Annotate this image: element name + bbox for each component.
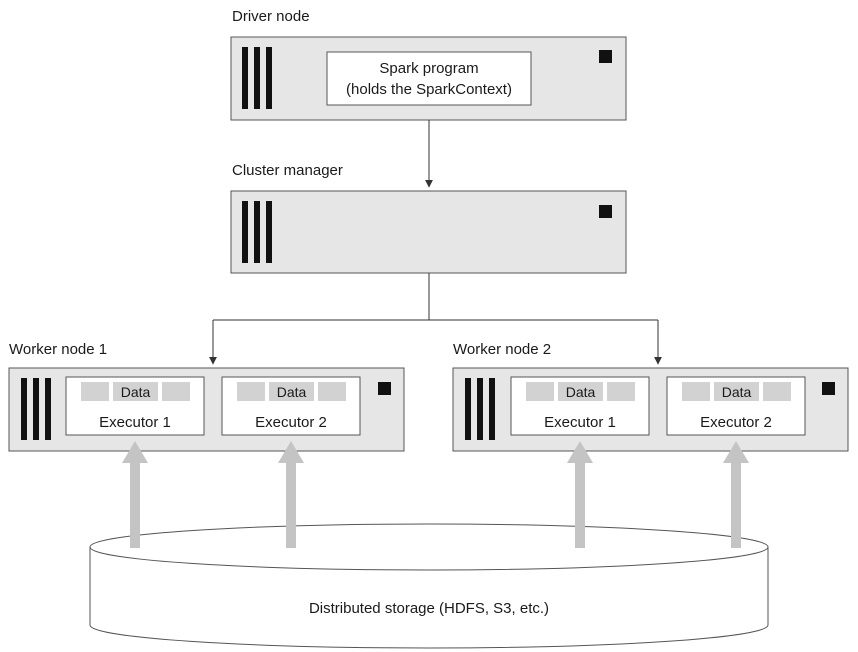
data-block	[714, 382, 759, 401]
cluster-server-bars-icon	[242, 201, 272, 263]
cluster-manager-title: Cluster manager	[232, 162, 343, 179]
upload-arrow-w2-e1	[567, 441, 593, 548]
executor-label: Executor 2	[700, 414, 772, 431]
driver-server-bars-icon	[242, 47, 272, 109]
data-block-right	[607, 382, 635, 401]
storage-to-executor-arrows	[122, 441, 749, 548]
spark-program-line2: (holds the SparkContext)	[346, 81, 512, 98]
cluster-to-workers-connector	[209, 273, 662, 365]
driver-status-light-icon	[599, 50, 612, 63]
data-block-left	[682, 382, 710, 401]
executor-label: Executor 1	[544, 414, 616, 431]
data-block-right	[162, 382, 190, 401]
worker-node-1-title: Worker node 1	[9, 341, 107, 358]
worker-2-server-bars-icon	[465, 378, 495, 440]
worker-1-executor-1: Data Executor 1	[65, 376, 205, 436]
worker-2-status-light-icon	[822, 382, 835, 395]
data-block-right	[763, 382, 791, 401]
worker-1-server-bars-icon	[21, 378, 51, 440]
storage-top	[89, 523, 769, 571]
worker-node-2: Worker node 2 Data Executor 1 Data Execu…	[452, 341, 849, 452]
cluster-status-light-icon	[599, 205, 612, 218]
data-block-left	[81, 382, 109, 401]
worker-2-executor-1: Data Executor 1	[510, 376, 650, 436]
data-block	[269, 382, 314, 401]
data-label: Data	[566, 384, 596, 400]
data-block	[558, 382, 603, 401]
executor-label: Executor 1	[99, 414, 171, 431]
executor-label: Executor 2	[255, 414, 327, 431]
worker-2-executor-2: Data Executor 2	[666, 376, 806, 436]
data-block	[113, 382, 158, 401]
cluster-manager-box	[230, 190, 627, 274]
data-block-left	[526, 382, 554, 401]
cluster-manager-node: Cluster manager	[230, 162, 627, 274]
storage-label: Distributed storage (HDFS, S3, etc.)	[309, 600, 549, 617]
spark-program-line1: Spark program	[379, 60, 478, 77]
worker-1-executor-2: Data Executor 2	[221, 376, 361, 436]
data-block-right	[318, 382, 346, 401]
worker-node-1: Worker node 1 Data Executor 1 Data Execu…	[8, 341, 405, 452]
data-label: Data	[121, 384, 151, 400]
driver-node: Driver node Spark program (holds the Spa…	[230, 8, 627, 121]
distributed-storage: Distributed storage (HDFS, S3, etc.)	[89, 523, 769, 649]
storage-body	[89, 547, 769, 649]
data-block-left	[237, 382, 265, 401]
driver-node-title: Driver node	[232, 8, 310, 25]
upload-arrow-w1-e2	[278, 441, 304, 548]
worker-1-status-light-icon	[378, 382, 391, 395]
upload-arrow-w2-e2	[723, 441, 749, 548]
data-label: Data	[722, 384, 752, 400]
data-label: Data	[277, 384, 307, 400]
upload-arrow-w1-e1	[122, 441, 148, 548]
worker-node-2-title: Worker node 2	[453, 341, 551, 358]
spark-program-box	[326, 51, 532, 106]
